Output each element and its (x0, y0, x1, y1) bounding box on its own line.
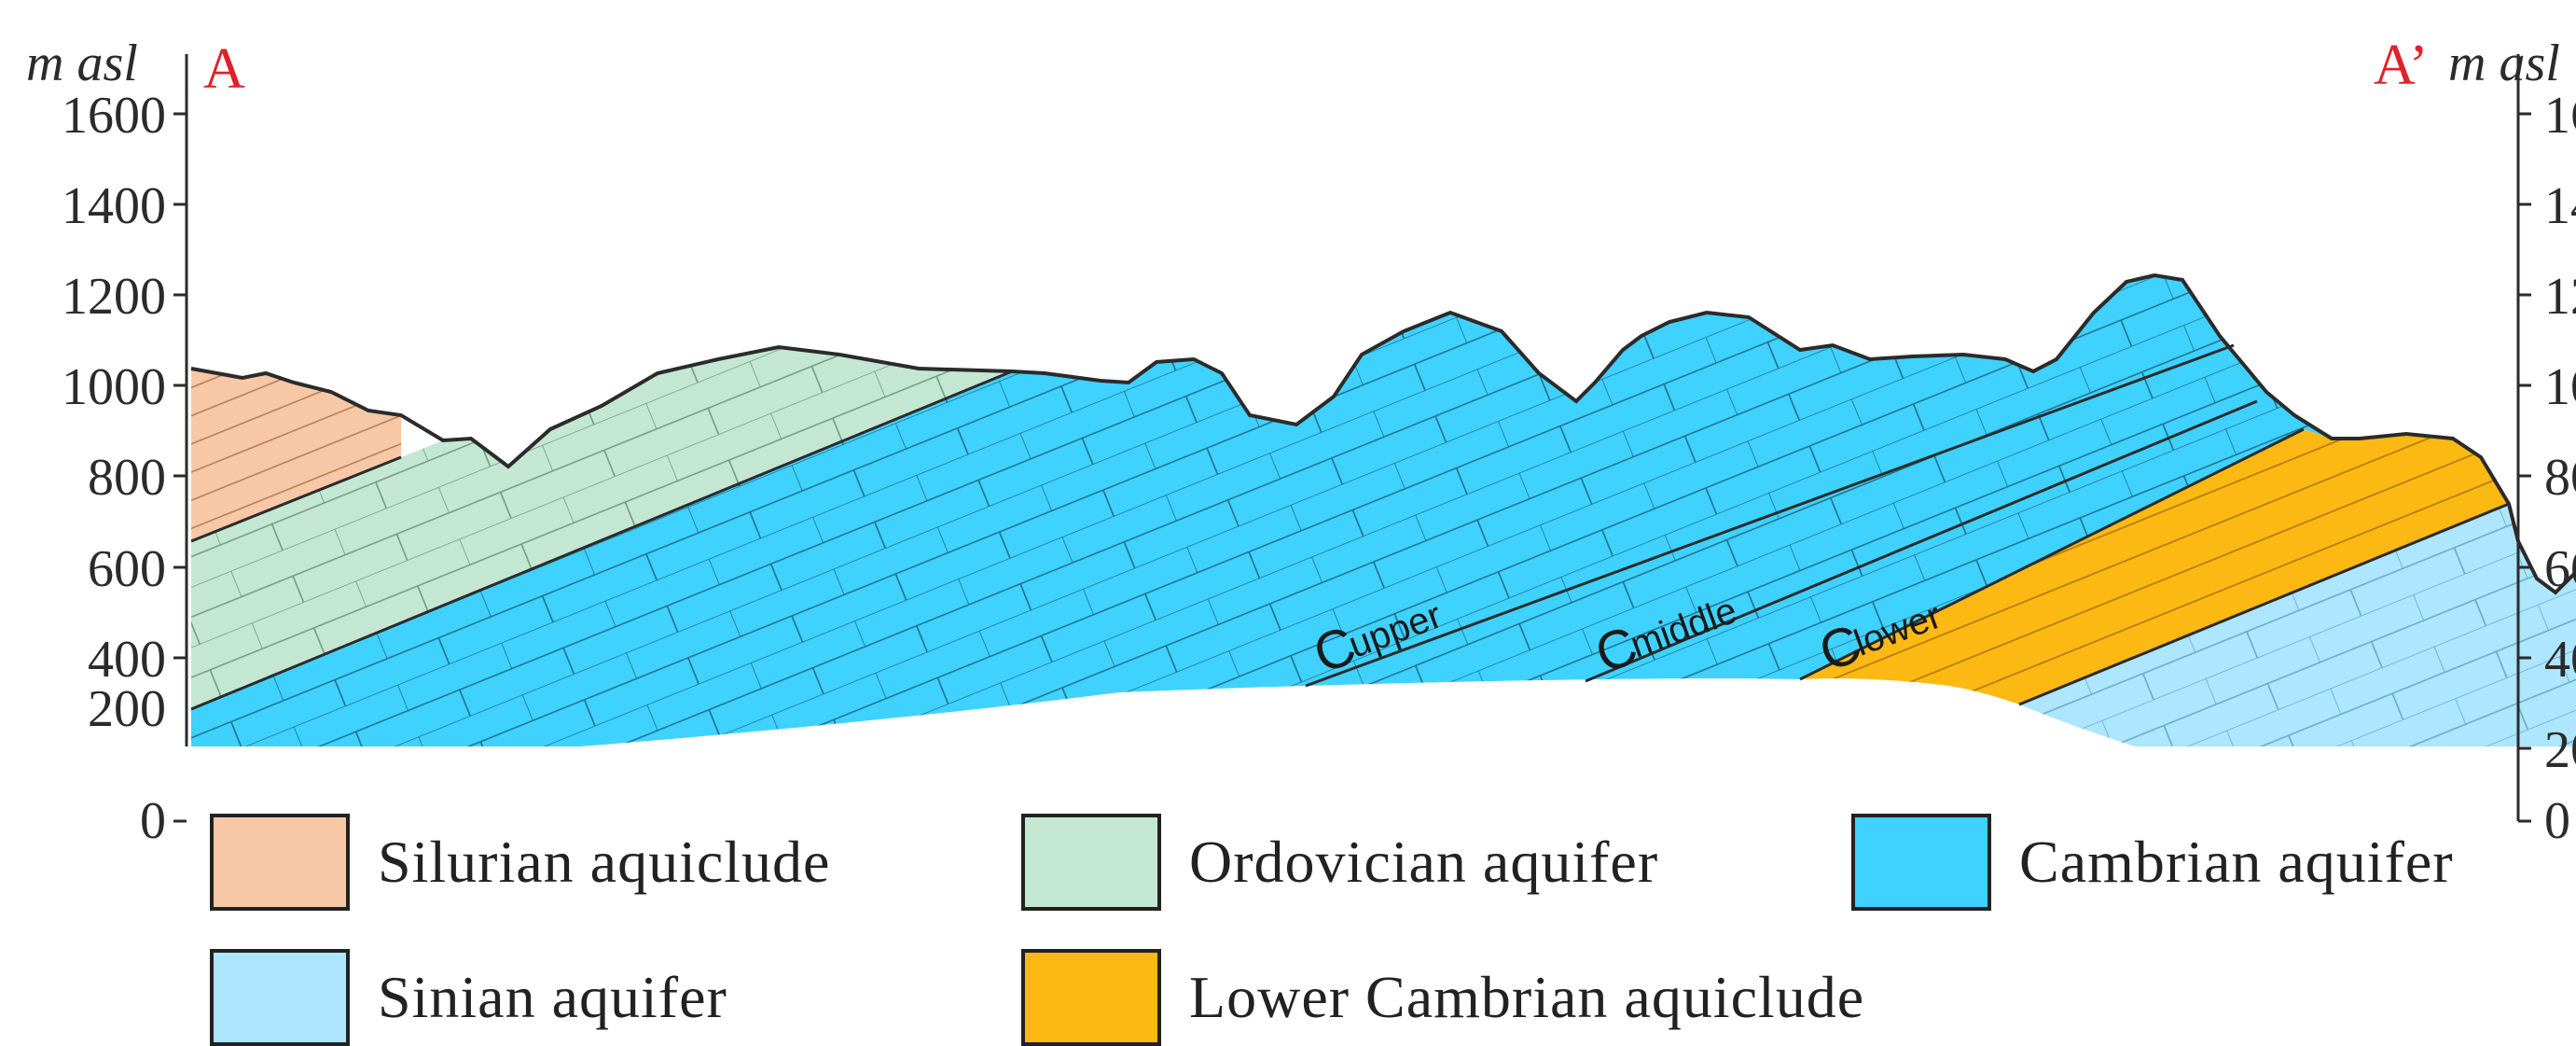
left-tick-1400: 1400 (62, 177, 166, 235)
axis-overlay: 1600 1400 1200 1000 800 600 400 200 0 0 (140, 54, 2576, 840)
legend-label-sinian: Sinian aquifer (378, 964, 727, 1030)
right-tick-0: 0 (2544, 792, 2570, 840)
right-tick-200: 200 (2544, 721, 2576, 779)
left-tick-1000: 1000 (62, 358, 166, 416)
right-tick-1000: 1000 (2544, 358, 2576, 416)
legend-item-lower-cambrian: Lower Cambrian aquiclude (1021, 949, 1864, 1046)
legend-label-lower-cambrian: Lower Cambrian aquiclude (1189, 964, 1865, 1030)
layer-boundaries (190, 343, 2510, 711)
legend-swatch-sinian (210, 949, 350, 1046)
left-tick-800: 800 (88, 449, 166, 507)
legend-item-cambrian: Cambrian aquifer (1851, 814, 2454, 911)
left-tick-600: 600 (88, 540, 166, 598)
legend-swatch-ordovician (1021, 814, 1161, 911)
left-tick-1200: 1200 (62, 268, 166, 326)
endpoint-right-label: A’ (2374, 34, 2429, 97)
left-tick-400: 400 (88, 631, 166, 689)
right-tick-1600: 1600 (2544, 87, 2576, 145)
legend-label-cambrian: Cambrian aquifer (2019, 829, 2454, 895)
legend-swatch-cambrian (1851, 814, 1991, 911)
right-tick-labels: 1600 1400 1200 1000 800 600 400 200 0 (2544, 87, 2576, 840)
legend-item-ordovician: Ordovician aquifer (1021, 814, 1658, 911)
left-unit-label: m asl (26, 35, 138, 92)
left-axis (173, 54, 188, 746)
legend-item-sinian: Sinian aquifer (210, 949, 727, 1046)
topographic-surface (190, 272, 2576, 595)
right-tick-800: 800 (2544, 449, 2576, 507)
left-tick-0: 0 (140, 792, 166, 840)
legend: Silurian aquiclude Ordovician aquifer Ca… (0, 765, 2576, 1046)
geologic-cross-section: 1600 1400 1200 1000 800 600 400 200 m as… (26, 34, 2576, 746)
legend-label-silurian: Silurian aquiclude (378, 829, 831, 895)
left-tick-labels: 1600 1400 1200 1000 800 600 400 200 (62, 87, 166, 738)
right-tick-1400: 1400 (2544, 177, 2576, 235)
right-tick-600: 600 (2544, 540, 2576, 598)
left-tick-200: 200 (88, 680, 166, 738)
legend-swatch-lower-cambrian (1021, 949, 1161, 1046)
right-tick-400: 400 (2544, 631, 2576, 689)
right-tick-1200: 1200 (2544, 268, 2576, 326)
endpoint-left-label: A (203, 37, 245, 101)
left-tick-1600: 1600 (62, 87, 166, 145)
legend-item-silurian: Silurian aquiclude (210, 814, 830, 911)
right-unit-label: m asl (2448, 35, 2560, 92)
legend-swatch-silurian (210, 814, 350, 911)
legend-label-ordovician: Ordovician aquifer (1189, 829, 1659, 895)
